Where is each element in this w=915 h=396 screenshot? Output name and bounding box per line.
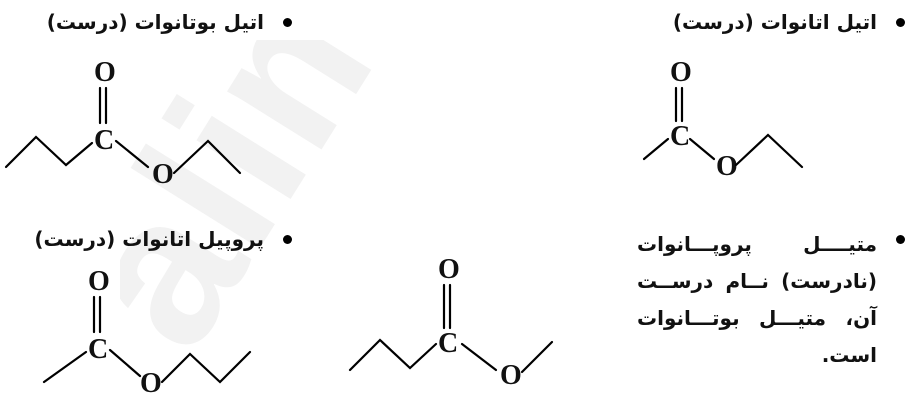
bullet-3 xyxy=(283,235,292,244)
methyl-bond xyxy=(520,340,554,374)
bond-methyl xyxy=(42,350,88,384)
ethyl-chain xyxy=(172,139,242,175)
item-methyl-propanoate-text: متیــــل پروپـــانوات (نادرست) نــام درس… xyxy=(637,232,877,367)
oxygen-ester-atom: O xyxy=(140,368,162,396)
carbon-atom: C xyxy=(670,121,690,152)
item-ethyl-ethanoate-label: اتیل اتانوات (درست) xyxy=(672,10,877,34)
bond-c-o xyxy=(688,137,716,161)
oxygen-atom: O xyxy=(88,266,110,297)
item-ethyl-butanoate-label: اتیل بوتانوات (درست) xyxy=(46,10,264,34)
bullet-4 xyxy=(896,235,905,244)
carbon-atom: C xyxy=(438,328,458,359)
item-propyl-ethanoate-label: پروپیل اتانوات (درست) xyxy=(34,227,264,251)
bond-c-o xyxy=(114,139,150,169)
bond-methyl xyxy=(642,137,670,161)
oxygen-ester-atom: O xyxy=(152,159,174,190)
carbon-atom: C xyxy=(88,334,108,365)
structure-ethyl-ethanoate: O C O xyxy=(642,57,804,182)
oxygen-atom: O xyxy=(438,254,460,285)
propyl-chain xyxy=(160,350,252,384)
structure-propyl-ethanoate: O C O xyxy=(42,266,252,396)
oxygen-ester-atom: O xyxy=(500,360,522,391)
bond-c-o xyxy=(460,342,498,372)
carbon-atom: C xyxy=(94,125,114,156)
ethyl-chain xyxy=(734,133,804,169)
propyl-chain xyxy=(4,135,94,169)
oxygen-ester-atom: O xyxy=(716,151,738,182)
propyl-chain xyxy=(348,338,438,372)
bullet-2 xyxy=(283,18,292,27)
structure-methyl-butanoate: O C O xyxy=(348,254,554,391)
oxygen-atom: O xyxy=(670,57,692,88)
structure-ethyl-butanoate: O C O xyxy=(4,57,242,190)
bond-c-o xyxy=(108,348,142,378)
bullet-1 xyxy=(896,18,905,27)
oxygen-atom: O xyxy=(94,57,116,88)
